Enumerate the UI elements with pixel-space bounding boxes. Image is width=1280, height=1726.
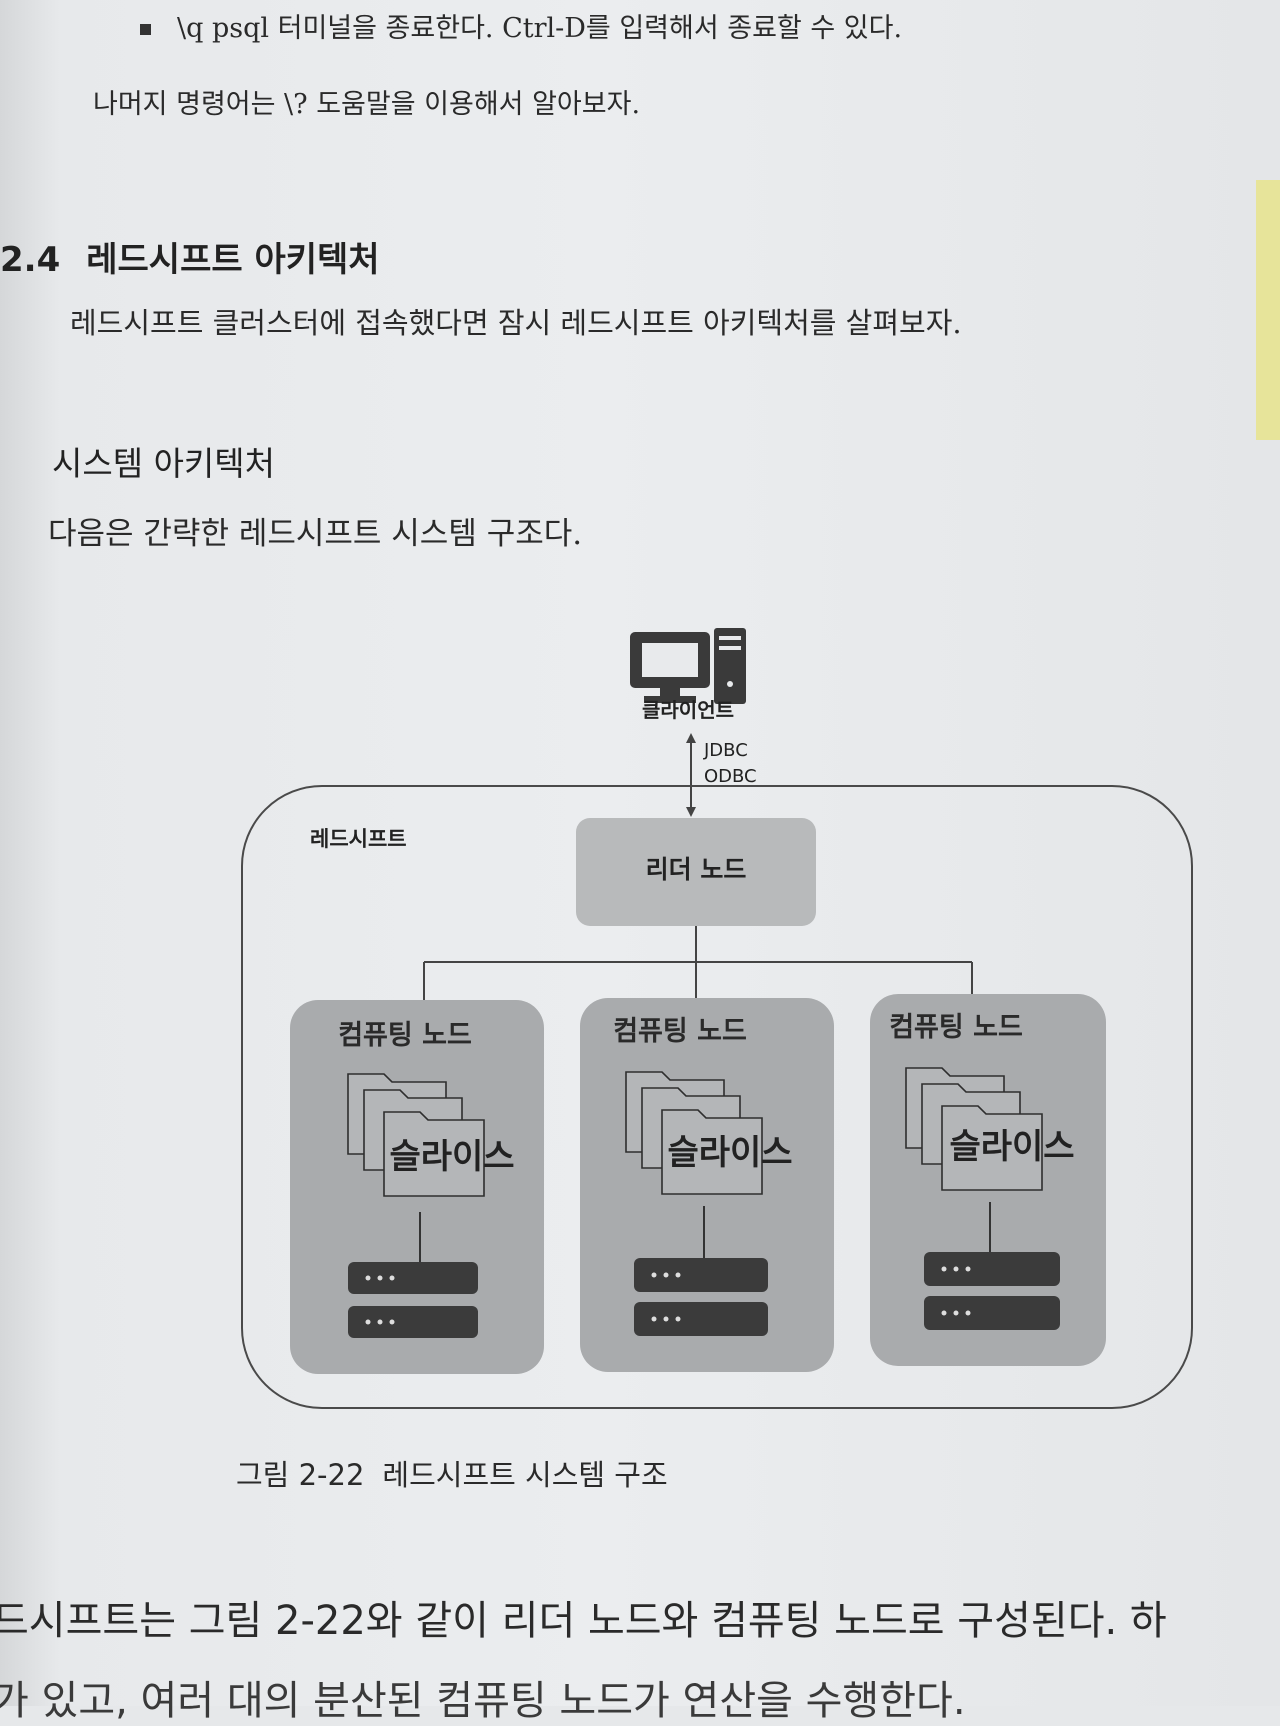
storage-server-icon (634, 1258, 768, 1336)
section-number: 2.4 (0, 240, 61, 280)
section-heading: 2.4 레드시프트 아키텍처 (0, 232, 380, 281)
protocol-jdbc: JDBC (703, 740, 748, 761)
compute-node-label: 컴퓨팅 노드 (338, 1020, 472, 1051)
leader-to-compute-connectors (423, 926, 973, 1002)
compute-node-label: 컴퓨팅 노드 (613, 1016, 747, 1047)
figure-number: 그림 2-22 (236, 1458, 365, 1492)
folder-stack-icon (625, 1071, 763, 1195)
protocol-odbc: ODBC (704, 766, 757, 787)
folder-stack-icon (905, 1067, 1043, 1191)
slice-label: 슬라이스 (389, 1137, 514, 1177)
folder-stack-icon (347, 1073, 485, 1197)
client-computer-icon (630, 628, 746, 704)
bullet-item: \q psql 터미널을 종료한다. Ctrl-D를 입력해서 종료할 수 있다… (140, 6, 902, 45)
sticky-note (1256, 180, 1280, 440)
leader-node (576, 818, 816, 926)
arrow-down-icon (686, 807, 696, 817)
compute-node-3: 컴퓨팅 노드 슬라이스 (870, 994, 1106, 1366)
cluster-label: 레드시프트 (310, 827, 407, 851)
slice-label: 슬라이스 (949, 1127, 1074, 1167)
bullet-text: \q psql 터미널을 종료한다. Ctrl-D를 입력해서 종료할 수 있다… (177, 13, 903, 44)
slice-label: 슬라이스 (667, 1133, 792, 1173)
leader-node-label: 리더 노드 (646, 855, 747, 884)
redshift-cluster-boundary (241, 785, 1193, 1409)
storage-server-icon (924, 1252, 1060, 1330)
storage-server-icon (348, 1262, 478, 1338)
subsection-intro: 다음은 간략한 레드시프트 시스템 구조다. (48, 516, 583, 552)
bullet-marker-icon (140, 24, 151, 35)
compute-node-2: 컴퓨팅 노드 슬라이스 (580, 998, 834, 1372)
compute-node-label: 컴퓨팅 노드 (889, 1012, 1023, 1043)
paragraph: 나머지 명령어는 \? 도움말을 이용해서 알아보자. (93, 89, 641, 120)
body-text-line: 가 있고, 여러 대의 분산된 컴퓨팅 노드가 연산을 수행한다. (0, 1678, 966, 1724)
client-label: 클라이언트 (642, 698, 734, 722)
arrow-up-icon (686, 733, 696, 743)
body-text-line: 드시프트는 그림 2-22와 같이 리더 노드와 컴퓨팅 노드로 구성된다. 하 (0, 1598, 1167, 1644)
compute-node-1: 컴퓨팅 노드 슬라이스 (290, 1000, 544, 1374)
section-intro: 레드시프트 클러스터에 접속했다면 잠시 레드시프트 아키텍처를 살펴보자. (70, 306, 962, 340)
figure-title: 레드시프트 시스템 구조 (382, 1458, 668, 1492)
subsection-heading: 시스템 아키텍처 (52, 444, 276, 483)
section-title: 레드시프트 아키텍처 (86, 240, 380, 280)
figure-caption: 그림 2-22 레드시프트 시스템 구조 (236, 1452, 668, 1494)
